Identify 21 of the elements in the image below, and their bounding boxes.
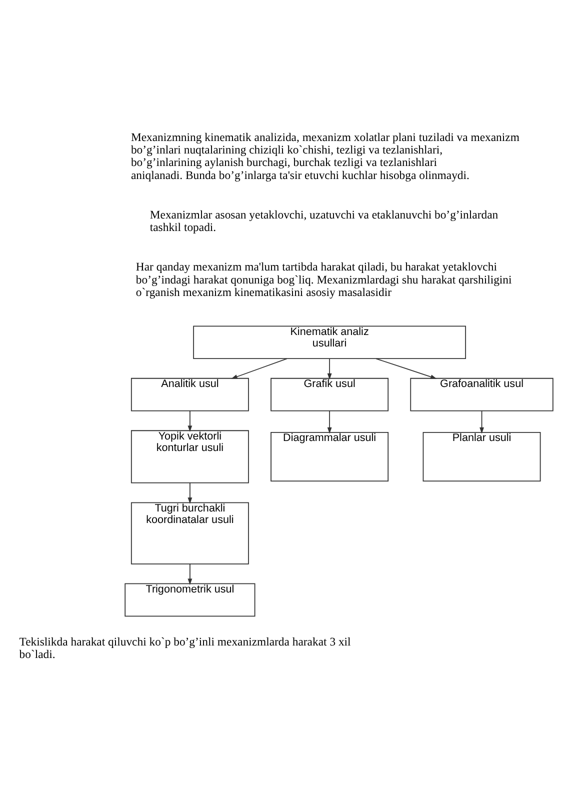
arrow <box>188 564 192 585</box>
label: Mexanizmning kinematik analizida, mexanizm xolatlar plani tuziladi va mexanizm bo’g’inlari nuqtalarining chiziqli ko`chishi, tezligi va tezlanishlari, bo’g’inlarining aylanish burchagi, burchak tezligi va tezlanishlari aniqlanadi. Bunda bo’g’inlarga ta'sir etuvchi kuchlar hisobga olinmaydi. <box>130 130 520 182</box>
arrow <box>327 358 332 380</box>
label: Mexanizmlar asosan yetaklovchi, uzatuvchi va etaklanuvchi bo’g’inlardan tashkil topadi. <box>150 208 498 234</box>
node-box: Tugri burchakli koordinatalar usuli <box>130 502 249 564</box>
node-box: Grafoanalitik usul <box>410 378 554 412</box>
node-box: Kinematik analiz usullari <box>193 326 466 360</box>
arrow <box>327 410 332 434</box>
node-box: Trigonometrik usul <box>124 583 256 617</box>
arrow <box>188 482 192 504</box>
node-box: Grafik usul <box>270 378 389 412</box>
node-box: Diagrammalar usuli <box>270 432 389 482</box>
label: Har qanday mexanizm ma'lum tartibda harakat qiladi, bu harakat yetaklovchi bo’g’indagi harakat qonuniga bog`liq. Mexanizmlardagi shu harakat qarshiligini o`rganish mexanizm kinematikasini asosiy masalasidir <box>136 260 512 299</box>
node-box: Analitik usul <box>130 378 249 412</box>
arrow <box>480 410 484 434</box>
node-box: Planlar usuli <box>422 432 541 482</box>
arrow <box>188 410 192 432</box>
label: Tekislikda harakat qiluvchi ko`p bo’g’inli mexanizmlarda harakat 3 xil bo`ladi. <box>19 635 351 661</box>
node-box: Yopik vektorli konturlar usuli <box>130 430 249 484</box>
arrow <box>376 358 437 379</box>
arrow <box>231 358 288 379</box>
